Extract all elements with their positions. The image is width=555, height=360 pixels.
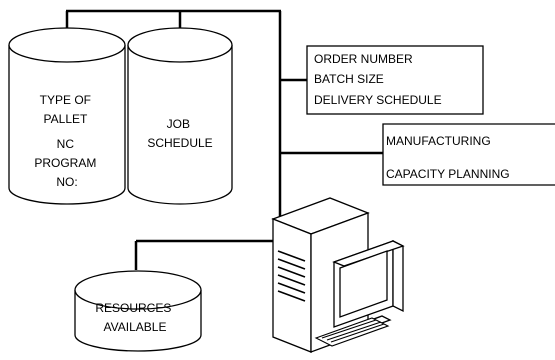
svg-text:ORDER NUMBER BATCH SIZE: ORDER NUMBER BATCH SIZE DELIVERY SCHEDUL… [314,52,442,107]
order-box-line-3: DELIVERY SCHEDULE [314,93,442,107]
resources-database-top [74,270,202,310]
schedule-database: JOB SCHEDULE [127,27,233,205]
pallet-database-top [8,27,126,63]
manufacturing-box: MANUFACTURING CAPACITY PLANNING [382,123,555,186]
manufacturing-box-frame [382,123,555,186]
schedule-database-icon [127,45,233,205]
order-box-line-1: ORDER NUMBER [314,52,413,66]
pallet-db-line-3: NC [57,137,75,151]
manufacturing-box-line-1: MANUFACTURING [386,134,491,148]
order-info-box: ORDER NUMBER BATCH SIZE DELIVERY SCHEDUL… [306,45,484,115]
manufacturing-box-line-2: CAPACITY PLANNING [386,167,510,181]
pallet-db-line-4: PROGRAM [34,156,96,170]
order-box-line-2: BATCH SIZE [314,72,384,86]
resources-db-line-1: RESOURCES [95,301,171,315]
pallet-database-icon [8,45,126,205]
keyboard-icon [314,317,390,347]
resources-database: RESOURCES AVAILABLE [74,270,202,352]
drive-bays [277,250,306,302]
svg-text:JOB SCHEDULE: JOB SCHEDULE [147,117,212,150]
svg-text:MANUFACTURING CAPACITY P: MANUFACTURING CAPACITY PLANNING [386,134,510,181]
schedule-db-line-1: JOB [167,117,190,131]
pallet-db-line-5: NO: [56,175,77,189]
svg-text:TYPE OF PALLET NC: TYPE OF PALLET NC PROGRAM NO: [34,93,99,189]
schedule-db-line-2: SCHEDULE [147,136,212,150]
pallet-db-line-1: TYPE OF [40,93,91,107]
order-info-box-frame [306,45,484,115]
pallet-database: TYPE OF PALLET NC PROGRAM NO: [8,27,126,205]
resources-db-line-2: AVAILABLE [104,320,167,334]
schedule-database-top [127,27,233,63]
svg-text:RESOURCES AVAILABLE: RESOURCES AVAILABLE [95,301,174,334]
pallet-db-line-2: PALLET [44,112,88,126]
